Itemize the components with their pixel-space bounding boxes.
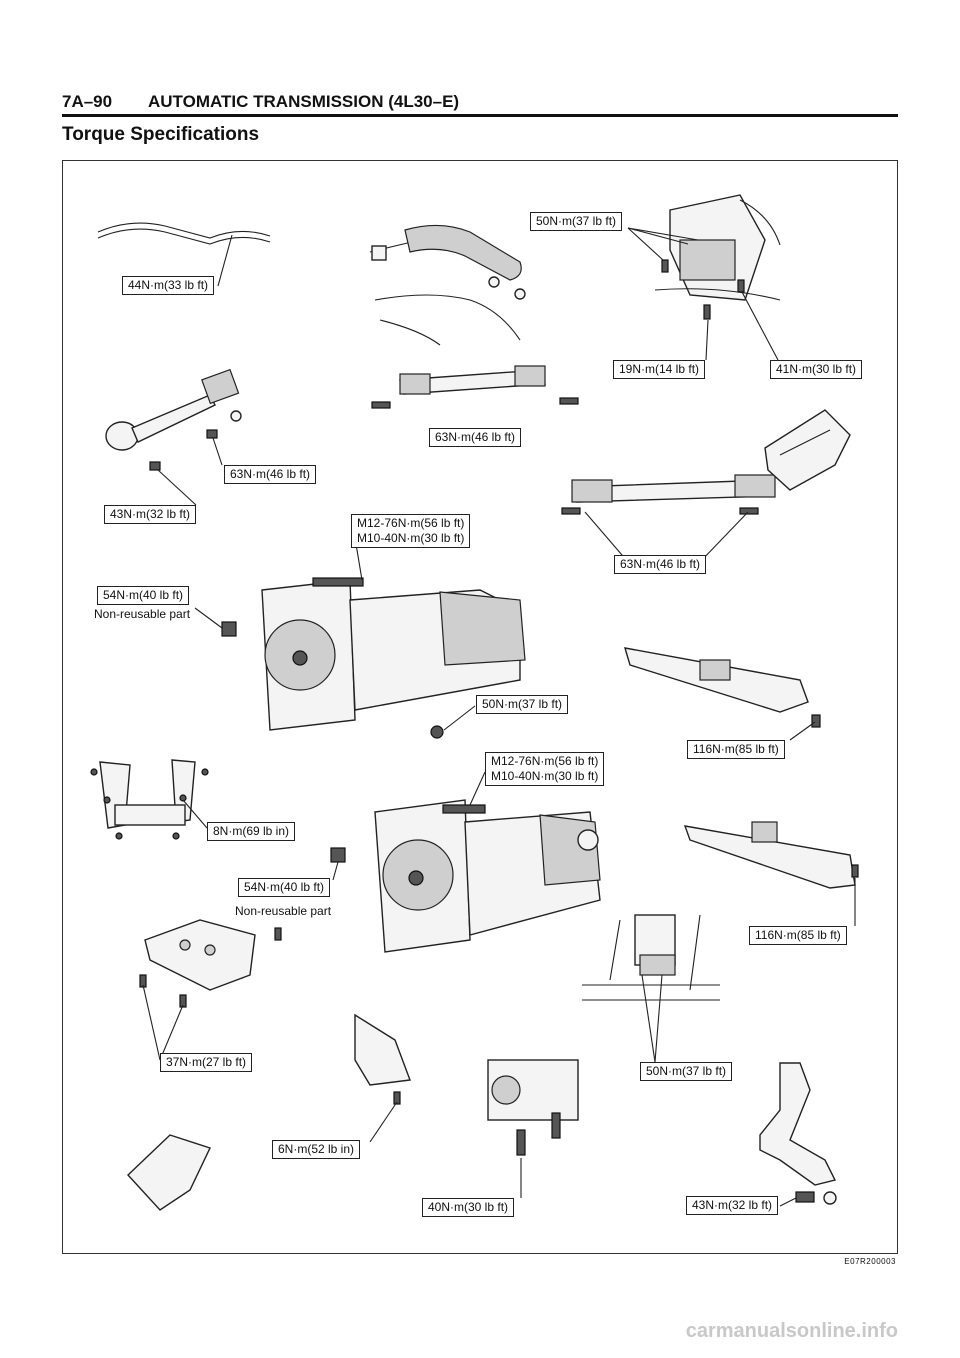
torque-value-m10: M10-40N·m(30 lb ft) [357, 531, 465, 545]
propeller-shaft-illustration [371, 365, 579, 409]
rear-propeller-shaft-illustration [561, 474, 776, 515]
torque-label-cooler-pipe: 44N·m(33 lb ft) [122, 276, 215, 295]
torque-label-transfer-case: 40N·m(30 lb ft) [422, 1198, 515, 1217]
transmission-4wd-illustration [330, 799, 601, 953]
page-number: 7A–90 [62, 92, 113, 111]
torque-label-transmission-bolts-2wd: M12-76N·m(56 lb ft) M10-40N·m(30 lb ft) [351, 514, 471, 548]
watermark: carmanualsonline.info [685, 1320, 898, 1342]
torque-label-rear-mount: 50N·m(37 lb ft) [640, 1062, 733, 1081]
torque-label-transmission-bolts-4wd: M12-76N·m(56 lb ft) M10-40N·m(30 lb ft) [485, 752, 605, 786]
torque-value-m12: M12-76N·m(56 lb ft) [357, 516, 465, 530]
torque-label-drain-plug-2wd: 54N·m(40 lb ft) [97, 586, 190, 605]
torque-value-m10-4wd: M10-40N·m(30 lb ft) [491, 769, 599, 783]
wiring-harness-illustration [369, 224, 526, 346]
torque-label-front-shaft-flange: 63N·m(46 lb ft) [224, 465, 317, 484]
heat-shield-illustration [354, 1013, 411, 1105]
dust-shield-illustration [127, 1134, 211, 1211]
page-header-title: AUTOMATIC TRANSMISSION (4L30–E) [148, 92, 460, 111]
diagram-frame [62, 160, 898, 1254]
oil-cooler-pipe-illustration [97, 222, 271, 245]
header-rule [62, 114, 898, 117]
torque-label-crossmember-nut: 50N·m(37 lb ft) [476, 695, 569, 714]
torque-label-mount-nut: 19N·m(14 lb ft) [613, 360, 706, 379]
torque-label-drain-plug-4wd: 54N·m(40 lb ft) [238, 878, 331, 897]
torque-label-rear-shaft: 63N·m(46 lb ft) [614, 555, 707, 574]
engine-rear-mount-illustration [582, 914, 720, 1001]
crossmember-4wd-illustration [683, 821, 859, 889]
transmission-cover-illustration [764, 409, 851, 491]
torque-label-heat-shield: 6N·m(52 lb in) [272, 1140, 361, 1159]
torque-value-m12-4wd: M12-76N·m(56 lb ft) [491, 754, 599, 768]
non-reusable-note-2wd: Non-reusable part [94, 607, 191, 621]
torque-label-dust-cover: 8N·m(69 lb in) [207, 822, 296, 841]
figure-code: E07R200003 [844, 1257, 896, 1266]
torque-label-crossmember-2wd: 116N·m(85 lb ft) [687, 740, 785, 759]
dust-cover-brackets-illustration [90, 759, 209, 840]
torque-label-propeller-shaft: 63N·m(46 lb ft) [429, 428, 522, 447]
torque-label-skid-plate: 37N·m(27 lb ft) [160, 1053, 253, 1072]
leader-lines [142, 227, 856, 1207]
transmission-mount-bracket-illustration [654, 194, 781, 320]
transfer-case-illustration [487, 1059, 579, 1156]
front-exhaust-pipe-illustration [759, 1062, 837, 1205]
transmission-2wd-illustration [221, 577, 526, 739]
non-reusable-note-4wd: Non-reusable part [235, 904, 332, 918]
torque-label-crossmember-4wd: 116N·m(85 lb ft) [749, 926, 847, 945]
front-propeller-shaft-illustration [105, 368, 242, 471]
skid-plate-illustration [139, 919, 282, 1008]
section-title: Torque Specifications [62, 124, 260, 145]
torque-label-exhaust-pipe: 43N·m(32 lb ft) [686, 1196, 779, 1215]
crossmember-illustration [624, 647, 821, 728]
torque-label-front-shaft-yoke: 43N·m(32 lb ft) [104, 505, 197, 524]
torque-label-mount-bracket-bolts: 50N·m(37 lb ft) [530, 212, 623, 231]
torque-label-mount-bolt: 41N·m(30 lb ft) [770, 360, 863, 379]
